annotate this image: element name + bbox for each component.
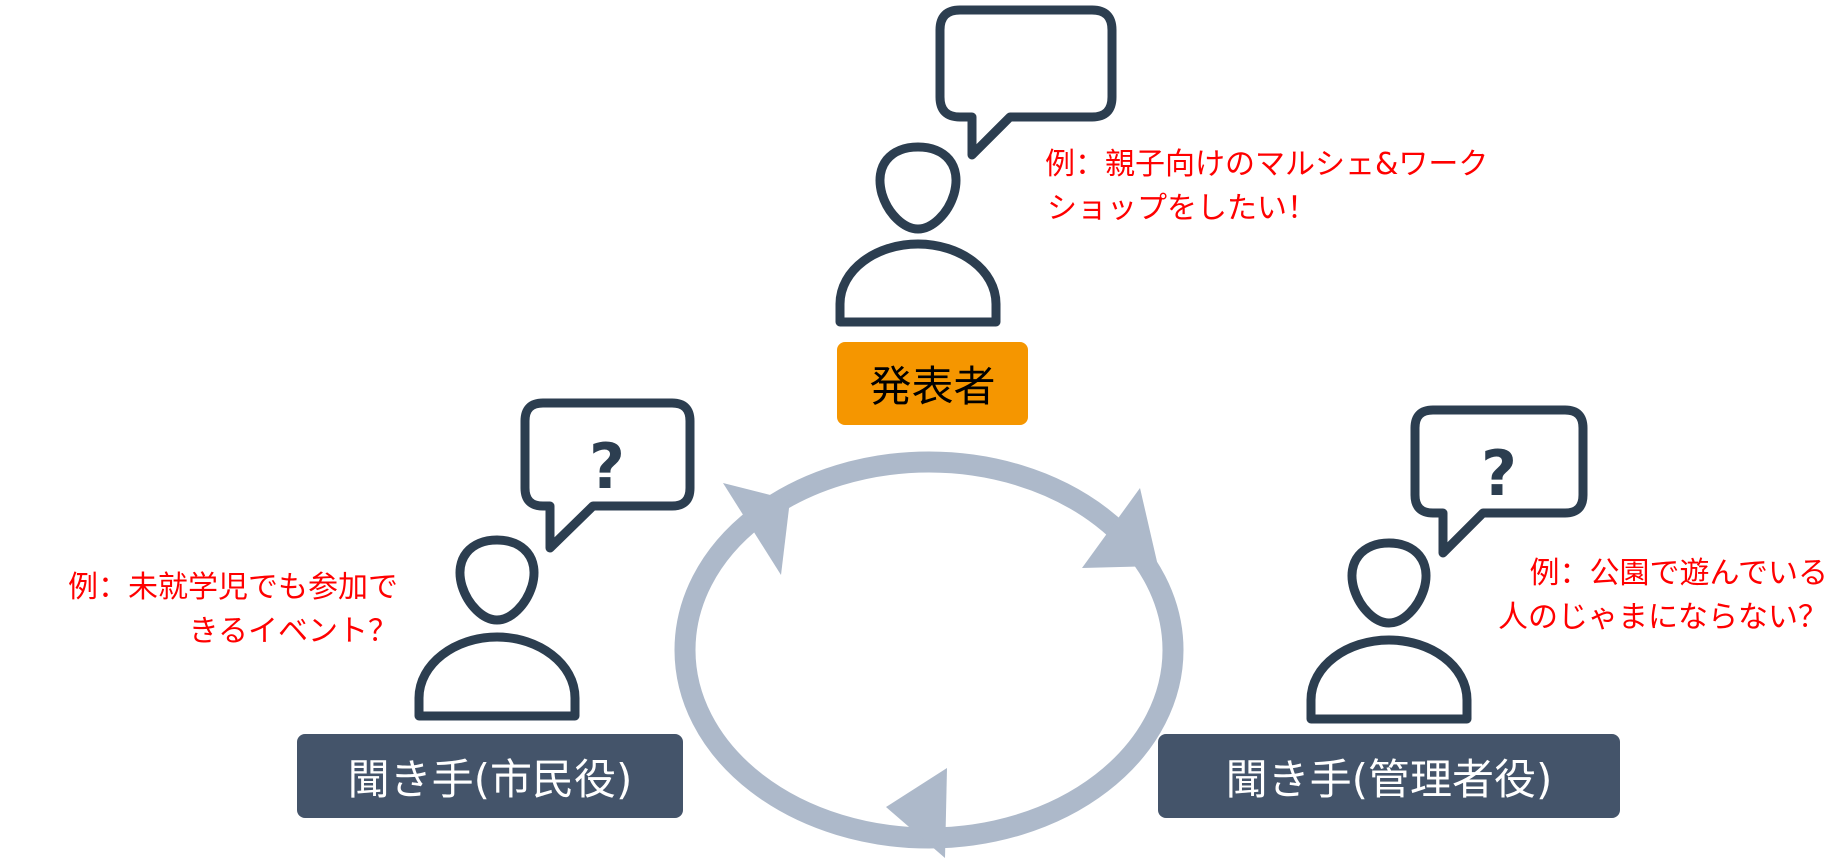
person-head (1347, 538, 1431, 628)
citizen-example-note: 例：未就学児でも参加で きるイベント？ (68, 566, 398, 654)
presenter-example-note: 例：親子向けのマルシェ&ワーク ショップをしたい！ (1045, 143, 1488, 231)
manager-example-note: 例：公園で遊んでいる 人のじゃまにならない？ (1498, 552, 1828, 640)
person-body (835, 239, 1001, 327)
person-body (1306, 635, 1472, 724)
citizen-note-line-1: 例：未就学児でも参加で (68, 570, 398, 605)
citizen-listener-figure: ? (414, 398, 695, 721)
question-bubble-icon: ? (520, 398, 695, 553)
person-head (455, 535, 539, 625)
speech-bubble-icon (520, 398, 695, 553)
person-icon (414, 535, 580, 721)
cycle-arrowhead-bottom (886, 768, 947, 858)
presenter-note-line-1: 例：親子向けのマルシェ&ワーク (1045, 147, 1489, 182)
speech-bubble-icon (1410, 405, 1588, 558)
speech-bubble-icon (935, 5, 1117, 160)
cycle-arrowhead-top-left (723, 483, 790, 575)
manager-note-line-1: 例：公園で遊んでいる (1529, 556, 1829, 591)
question-mark: ? (1481, 437, 1517, 510)
manager-listener-figure: ? (1306, 405, 1588, 724)
presenter-figure (835, 5, 1117, 327)
manager-note-line-2: 人のじゃまにならない？ (1498, 600, 1828, 635)
citizen-listener-label: 聞き手(市民役) (297, 734, 683, 818)
cycle-arrows-icon (674, 451, 1184, 858)
manager-listener-label: 聞き手(管理者役) (1158, 734, 1620, 818)
person-icon (1306, 538, 1472, 724)
person-head (875, 142, 961, 234)
person-body (414, 632, 580, 721)
presenter-note-line-2: ショップをしたい！ (1047, 191, 1317, 226)
presenter-label: 発表者 (837, 342, 1028, 425)
question-mark: ? (589, 430, 625, 503)
person-icon (835, 142, 1001, 327)
cycle-arrowhead-right (1082, 488, 1158, 568)
citizen-note-line-2: きるイベント？ (188, 614, 398, 649)
question-bubble-icon: ? (1410, 405, 1588, 558)
